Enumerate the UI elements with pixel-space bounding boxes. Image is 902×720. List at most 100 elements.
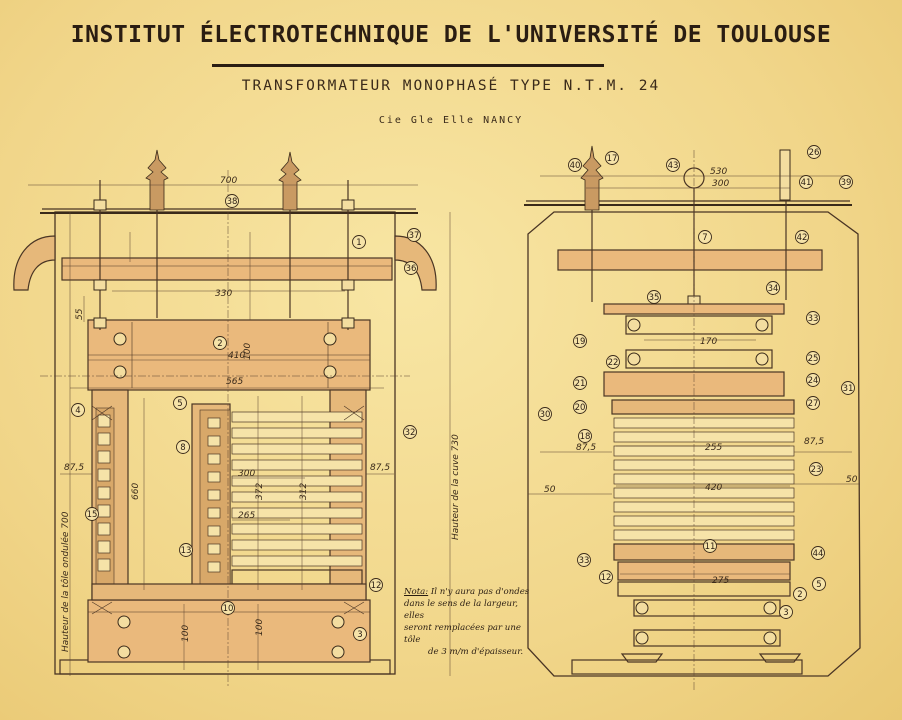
part-balloon: 18 [578,429,592,443]
part-balloon: 3 [353,627,367,641]
svg-text:5: 5 [816,580,821,590]
svg-text:18: 18 [580,432,591,442]
dim-label: 87,5 [804,437,824,447]
part-balloon: 20 [573,400,587,414]
side-clamp-frame [557,249,823,271]
part-balloon: 5 [812,577,826,591]
part-balloon: 24 [806,373,820,387]
svg-text:32: 32 [405,428,416,438]
left-bushing [145,149,169,211]
side-bushing-right [779,149,791,201]
part-balloon: 43 [666,158,680,172]
part-balloon: 31 [841,381,855,395]
side-tank-base [571,659,803,675]
svg-text:3: 3 [357,630,362,640]
part-balloon: 37 [407,228,421,242]
title-underline [212,64,604,67]
center-coil-stack [199,409,231,587]
part-balloon: 7 [698,230,712,244]
part-balloon: 39 [839,175,853,189]
part-balloon: 27 [806,396,820,410]
part-balloon: 12 [599,570,613,584]
svg-text:34: 34 [768,284,779,294]
svg-text:1: 1 [356,238,361,248]
dim-label: 565 [226,377,243,387]
part-balloons-right: 40 17 43 26 41 39 7 42 35 34 33 19 22 25… [538,145,855,619]
dim-label: 330 [215,289,232,299]
dim-label: 87,5 [64,463,84,473]
svg-text:8: 8 [180,443,185,453]
dim-label: 420 [705,483,722,493]
part-balloon: 41 [799,175,813,189]
part-balloon: 4 [71,403,85,417]
part-balloon: 33 [577,553,591,567]
part-balloon: 22 [606,355,620,369]
part-balloon: 21 [573,376,587,390]
part-balloon: 38 [225,194,239,208]
dim-label: 530 [710,167,727,177]
svg-text:38: 38 [227,197,238,207]
dim-label: 55 [75,308,85,320]
dim-label: 87,5 [370,463,390,473]
svg-text:31: 31 [843,384,854,394]
svg-text:2: 2 [797,590,802,600]
note-heading: Nota: [404,587,429,597]
winding-plates [231,411,363,585]
dim-label: 372 [255,483,265,500]
svg-text:19: 19 [575,337,586,347]
svg-text:43: 43 [668,161,679,171]
dim-label: 100 [255,619,265,636]
dim-label: 100 [181,625,191,642]
tank-height-label: Hauteur de la cuve 730 [451,434,461,540]
svg-text:39: 39 [841,178,852,188]
part-balloon: 26 [807,145,821,159]
part-balloon: 8 [176,440,190,454]
dim-label: 300 [712,179,729,189]
svg-text:17: 17 [607,154,618,164]
svg-text:44: 44 [813,549,824,559]
side-coil-plates [611,399,795,561]
svg-text:12: 12 [601,573,612,583]
note-line: Il n'y aura pas d'ondes [430,587,530,597]
svg-text:2: 2 [217,339,222,349]
svg-text:3: 3 [783,608,788,618]
tole-height-label: Hauteur de la tôle ondulée 700 [60,511,71,652]
dim-label: 265 [238,511,255,521]
svg-text:35: 35 [649,293,660,303]
svg-text:20: 20 [575,403,586,413]
svg-text:26: 26 [809,148,820,158]
svg-text:15: 15 [87,510,98,520]
dim-label: 100 [243,343,253,360]
front-elevation-view: 700 330 410 565 660 300 372 265 312 87,5… [13,149,461,686]
svg-text:5: 5 [177,399,182,409]
dim-label: 700 [220,176,237,186]
left-lifting-handle [13,235,56,291]
part-balloons-left: 38 37 36 1 2 4 5 8 15 13 10 12 32 3 [71,194,421,641]
drawing-title: INSTITUT ÉLECTROTECHNIQUE DE L'UNIVERSIT… [70,22,832,48]
dim-label: 87,5 [576,443,596,453]
part-balloon: 33 [806,311,820,325]
side-bushing-left [580,145,604,211]
svg-text:42: 42 [797,233,808,243]
note-line: seront remplacées par une tôle [404,623,521,645]
svg-text:30: 30 [540,410,551,420]
svg-text:24: 24 [808,376,819,386]
drawing-subtitle: TRANSFORMATEUR MONOPHASÉ TYPE N.T.M. 24 [241,78,661,94]
part-balloon: 10 [221,601,235,615]
side-tank-outline [527,211,861,677]
dim-label: 410 [228,351,245,361]
dim-label: 170 [700,337,717,347]
part-balloon: 36 [404,261,418,275]
upper-clamp-frame [61,257,393,281]
svg-text:25: 25 [808,354,819,364]
manufacturer-label: Cie Gle Elle NANCY [378,115,524,126]
part-balloon: 42 [795,230,809,244]
dim-label: 50 [846,475,858,485]
side-lower-yoke [617,561,791,581]
part-balloon: 35 [647,290,661,304]
part-balloon: 15 [85,507,99,521]
svg-text:37: 37 [409,231,420,241]
right-bushing [278,151,302,211]
svg-text:33: 33 [579,556,590,566]
svg-text:13: 13 [181,546,192,556]
